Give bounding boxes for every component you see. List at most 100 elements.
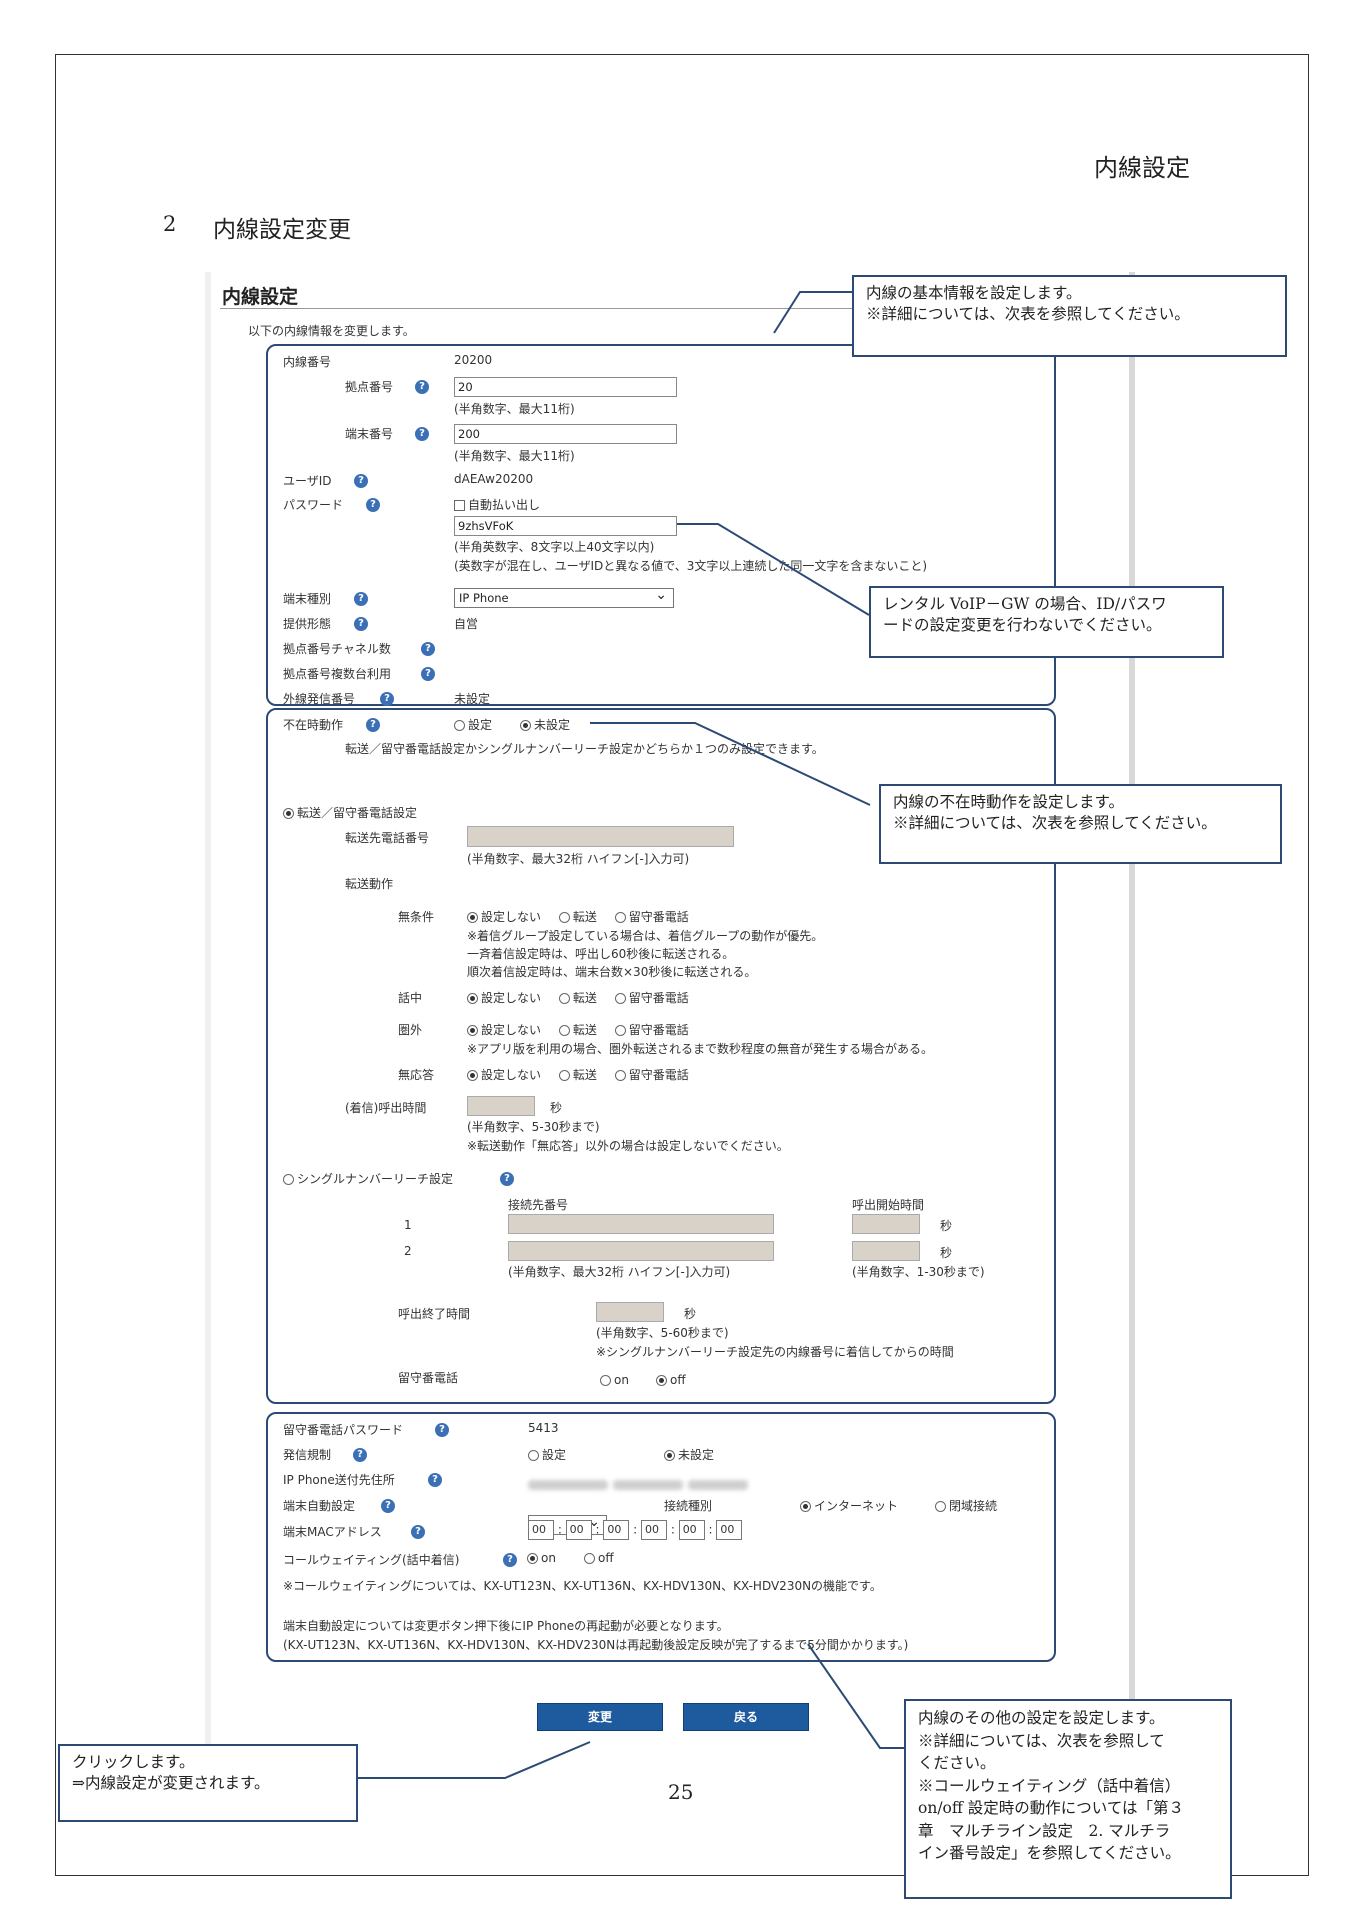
help-icon[interactable]: ? — [500, 1172, 514, 1186]
absence-opt-unset[interactable]: 未設定 — [520, 716, 570, 733]
panel-scrollbar[interactable] — [1129, 272, 1135, 1756]
mac-part-input[interactable]: 00 — [641, 1520, 668, 1540]
radio-icon[interactable] — [614, 1025, 626, 1036]
help-icon[interactable]: ? — [421, 667, 435, 681]
radio-icon[interactable] — [467, 993, 478, 1004]
snr-voicemail-on[interactable]: on — [600, 1373, 629, 1387]
radio-icon[interactable] — [467, 912, 478, 923]
absence-opt-set[interactable]: 設定 — [454, 716, 492, 733]
forward-radio[interactable]: 転送／留守番電話設定 — [283, 804, 417, 821]
call-waiting-label: コールウェイティング(話中着信) — [283, 1553, 460, 1567]
radio-icon[interactable] — [935, 1501, 946, 1512]
radio-icon[interactable] — [800, 1501, 811, 1512]
help-icon[interactable]: ? — [354, 617, 368, 631]
radio-icon[interactable] — [614, 993, 626, 1004]
radio-icon[interactable] — [664, 1450, 675, 1461]
call-waiting-off[interactable]: off — [584, 1551, 614, 1565]
out-of-area-options[interactable]: 設定しない 転送 留守番電話 — [467, 1021, 689, 1038]
conn-closed[interactable]: 閉域接続 — [935, 1497, 997, 1514]
radio-icon[interactable] — [600, 1375, 611, 1386]
mac-part-input[interactable]: 00 — [678, 1520, 705, 1540]
help-icon[interactable]: ? — [381, 1499, 395, 1513]
snr-start-input-1[interactable] — [852, 1214, 920, 1234]
opt-none-label: 設定しない — [481, 991, 542, 1005]
password-input[interactable]: 9zhsVFoK — [454, 516, 677, 536]
annotation-text: ※詳細については、次表を参照してください。 — [893, 814, 1217, 832]
snr-radio[interactable]: シングルナンバーリーチ設定 — [283, 1170, 453, 1187]
call-restrict-set[interactable]: 設定 — [528, 1446, 566, 1463]
radio-icon[interactable] — [614, 912, 626, 923]
user-id-label: ユーザID — [283, 474, 332, 488]
radio-icon[interactable] — [528, 1450, 539, 1461]
radio-icon[interactable] — [527, 1553, 538, 1564]
snr-sec-1: 秒 — [940, 1219, 953, 1233]
snr-voicemail-off[interactable]: off — [656, 1373, 686, 1387]
change-button[interactable]: 変更 — [537, 1703, 663, 1731]
help-icon[interactable]: ? — [421, 642, 435, 656]
back-button[interactable]: 戻る — [683, 1703, 809, 1731]
mac-part-input[interactable]: 00 — [565, 1520, 592, 1540]
checkbox-icon[interactable] — [454, 500, 465, 511]
annotation-basic: 内線の基本情報を設定します。 ※詳細については、次表を参照してください。 — [852, 275, 1287, 357]
radio-icon[interactable] — [454, 720, 465, 731]
snr-end-input[interactable] — [596, 1302, 664, 1322]
site-number-input[interactable]: 20 — [454, 377, 677, 397]
call-restrict-unset[interactable]: 未設定 — [664, 1446, 714, 1463]
help-icon[interactable]: ? — [411, 1525, 425, 1539]
conn-internet[interactable]: インターネット — [800, 1497, 898, 1514]
help-icon[interactable]: ? — [415, 427, 429, 441]
forward-dest-label: 転送先電話番号 — [345, 831, 430, 845]
snr-start-input-2[interactable] — [852, 1241, 920, 1261]
radio-icon[interactable] — [283, 1174, 294, 1185]
help-icon[interactable]: ? — [366, 718, 380, 732]
help-icon[interactable]: ? — [415, 380, 429, 394]
snr-label: シングルナンバーリーチ設定 — [297, 1172, 454, 1186]
help-icon[interactable]: ? — [353, 1448, 367, 1462]
annotation-text: 内線のその他の設定を設定します。 — [918, 1709, 1165, 1727]
radio-icon[interactable] — [656, 1375, 667, 1386]
terminal-number-input[interactable]: 200 — [454, 424, 677, 444]
mac-part-input[interactable]: 00 — [528, 1520, 554, 1540]
mac-label: 端末MACアドレス — [283, 1525, 382, 1539]
forward-dest-input[interactable] — [467, 826, 734, 847]
mac-inputs[interactable]: 00 : 00 : 00 : 00 : 00 : 00 — [528, 1520, 743, 1540]
page-number: 25 — [668, 1780, 694, 1804]
help-icon[interactable]: ? — [366, 498, 380, 512]
password-label: パスワード — [283, 498, 344, 512]
mac-part-input[interactable]: 00 — [603, 1520, 630, 1540]
unconditional-label: 無条件 — [398, 910, 435, 924]
radio-icon[interactable] — [558, 993, 570, 1004]
provision-type-value: 自営 — [454, 617, 479, 631]
annotation-text: 内線の基本情報を設定します。 — [866, 284, 1082, 302]
help-icon[interactable]: ? — [435, 1423, 449, 1437]
radio-icon[interactable] — [584, 1553, 595, 1564]
terminal-type-select[interactable]: IP Phone — [454, 587, 674, 608]
radio-icon[interactable] — [520, 720, 531, 731]
radio-icon[interactable] — [467, 1070, 478, 1081]
no-answer-options[interactable]: 設定しない 転送 留守番電話 — [467, 1066, 689, 1083]
call-waiting-on[interactable]: on — [527, 1551, 556, 1565]
help-icon[interactable]: ? — [354, 592, 368, 606]
password-hint-2: (英数字が混在し、ユーザIDと異なる値で、3文字以上連続した同一文字を含まないこ… — [454, 559, 928, 573]
help-icon[interactable]: ? — [354, 474, 368, 488]
help-icon[interactable]: ? — [380, 692, 394, 706]
snr-dest-input-1[interactable] — [508, 1214, 774, 1234]
form-subtitle: 以下の内線情報を変更します。 — [248, 324, 415, 338]
site-number-label: 拠点番号 — [345, 380, 394, 394]
help-icon[interactable]: ? — [428, 1473, 442, 1487]
radio-icon[interactable] — [614, 1070, 626, 1081]
snr-dest-input-2[interactable] — [508, 1241, 774, 1261]
radio-icon[interactable] — [558, 1070, 570, 1081]
radio-icon[interactable] — [467, 1025, 478, 1036]
radio-icon[interactable] — [558, 1025, 570, 1036]
unconditional-options[interactable]: 設定しない 転送 留守番電話 — [467, 908, 689, 925]
radio-icon[interactable] — [558, 912, 570, 923]
busy-options[interactable]: 設定しない 転送 留守番電話 — [467, 989, 689, 1006]
radio-icon[interactable] — [283, 808, 294, 819]
terminal-type-label: 端末種別 — [283, 592, 332, 606]
call-restrict-unset-label: 未設定 — [678, 1448, 715, 1462]
ring-time-input[interactable] — [467, 1096, 535, 1116]
mac-part-input[interactable]: 00 — [716, 1520, 743, 1540]
auto-generate-checkbox[interactable]: 自動払い出し — [454, 496, 540, 513]
help-icon[interactable]: ? — [503, 1553, 517, 1567]
